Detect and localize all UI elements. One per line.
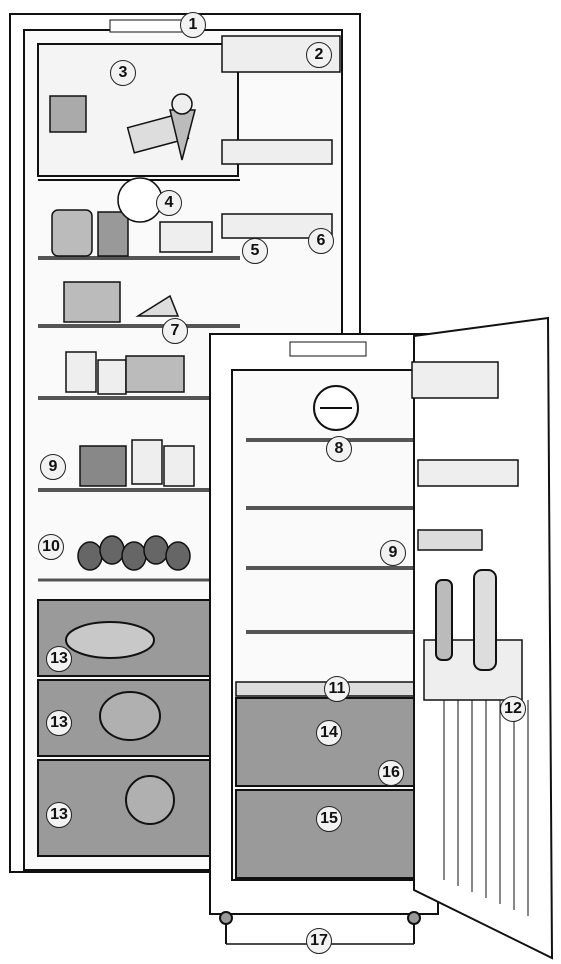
right-fridge <box>210 334 438 944</box>
callout-8: 8 <box>326 436 352 462</box>
callout-14: 14 <box>316 720 342 746</box>
callout-9-left: 9 <box>40 454 66 480</box>
callout-6: 6 <box>308 228 334 254</box>
callout-5: 5 <box>242 238 268 264</box>
callout-3: 3 <box>110 60 136 86</box>
callout-10: 10 <box>38 534 64 560</box>
right-door <box>412 318 552 958</box>
callout-13-b: 13 <box>46 710 72 736</box>
callout-9-right: 9 <box>380 540 406 566</box>
callout-16: 16 <box>378 760 404 786</box>
callout-1: 1 <box>180 12 206 38</box>
callout-15: 15 <box>316 806 342 832</box>
callout-4: 4 <box>156 190 182 216</box>
callout-2: 2 <box>306 42 332 68</box>
callout-12: 12 <box>500 696 526 722</box>
callout-13-c: 13 <box>46 802 72 828</box>
callout-11: 11 <box>324 676 350 702</box>
callout-17: 17 <box>306 928 332 954</box>
callout-7: 7 <box>162 318 188 344</box>
callout-13-a: 13 <box>46 646 72 672</box>
